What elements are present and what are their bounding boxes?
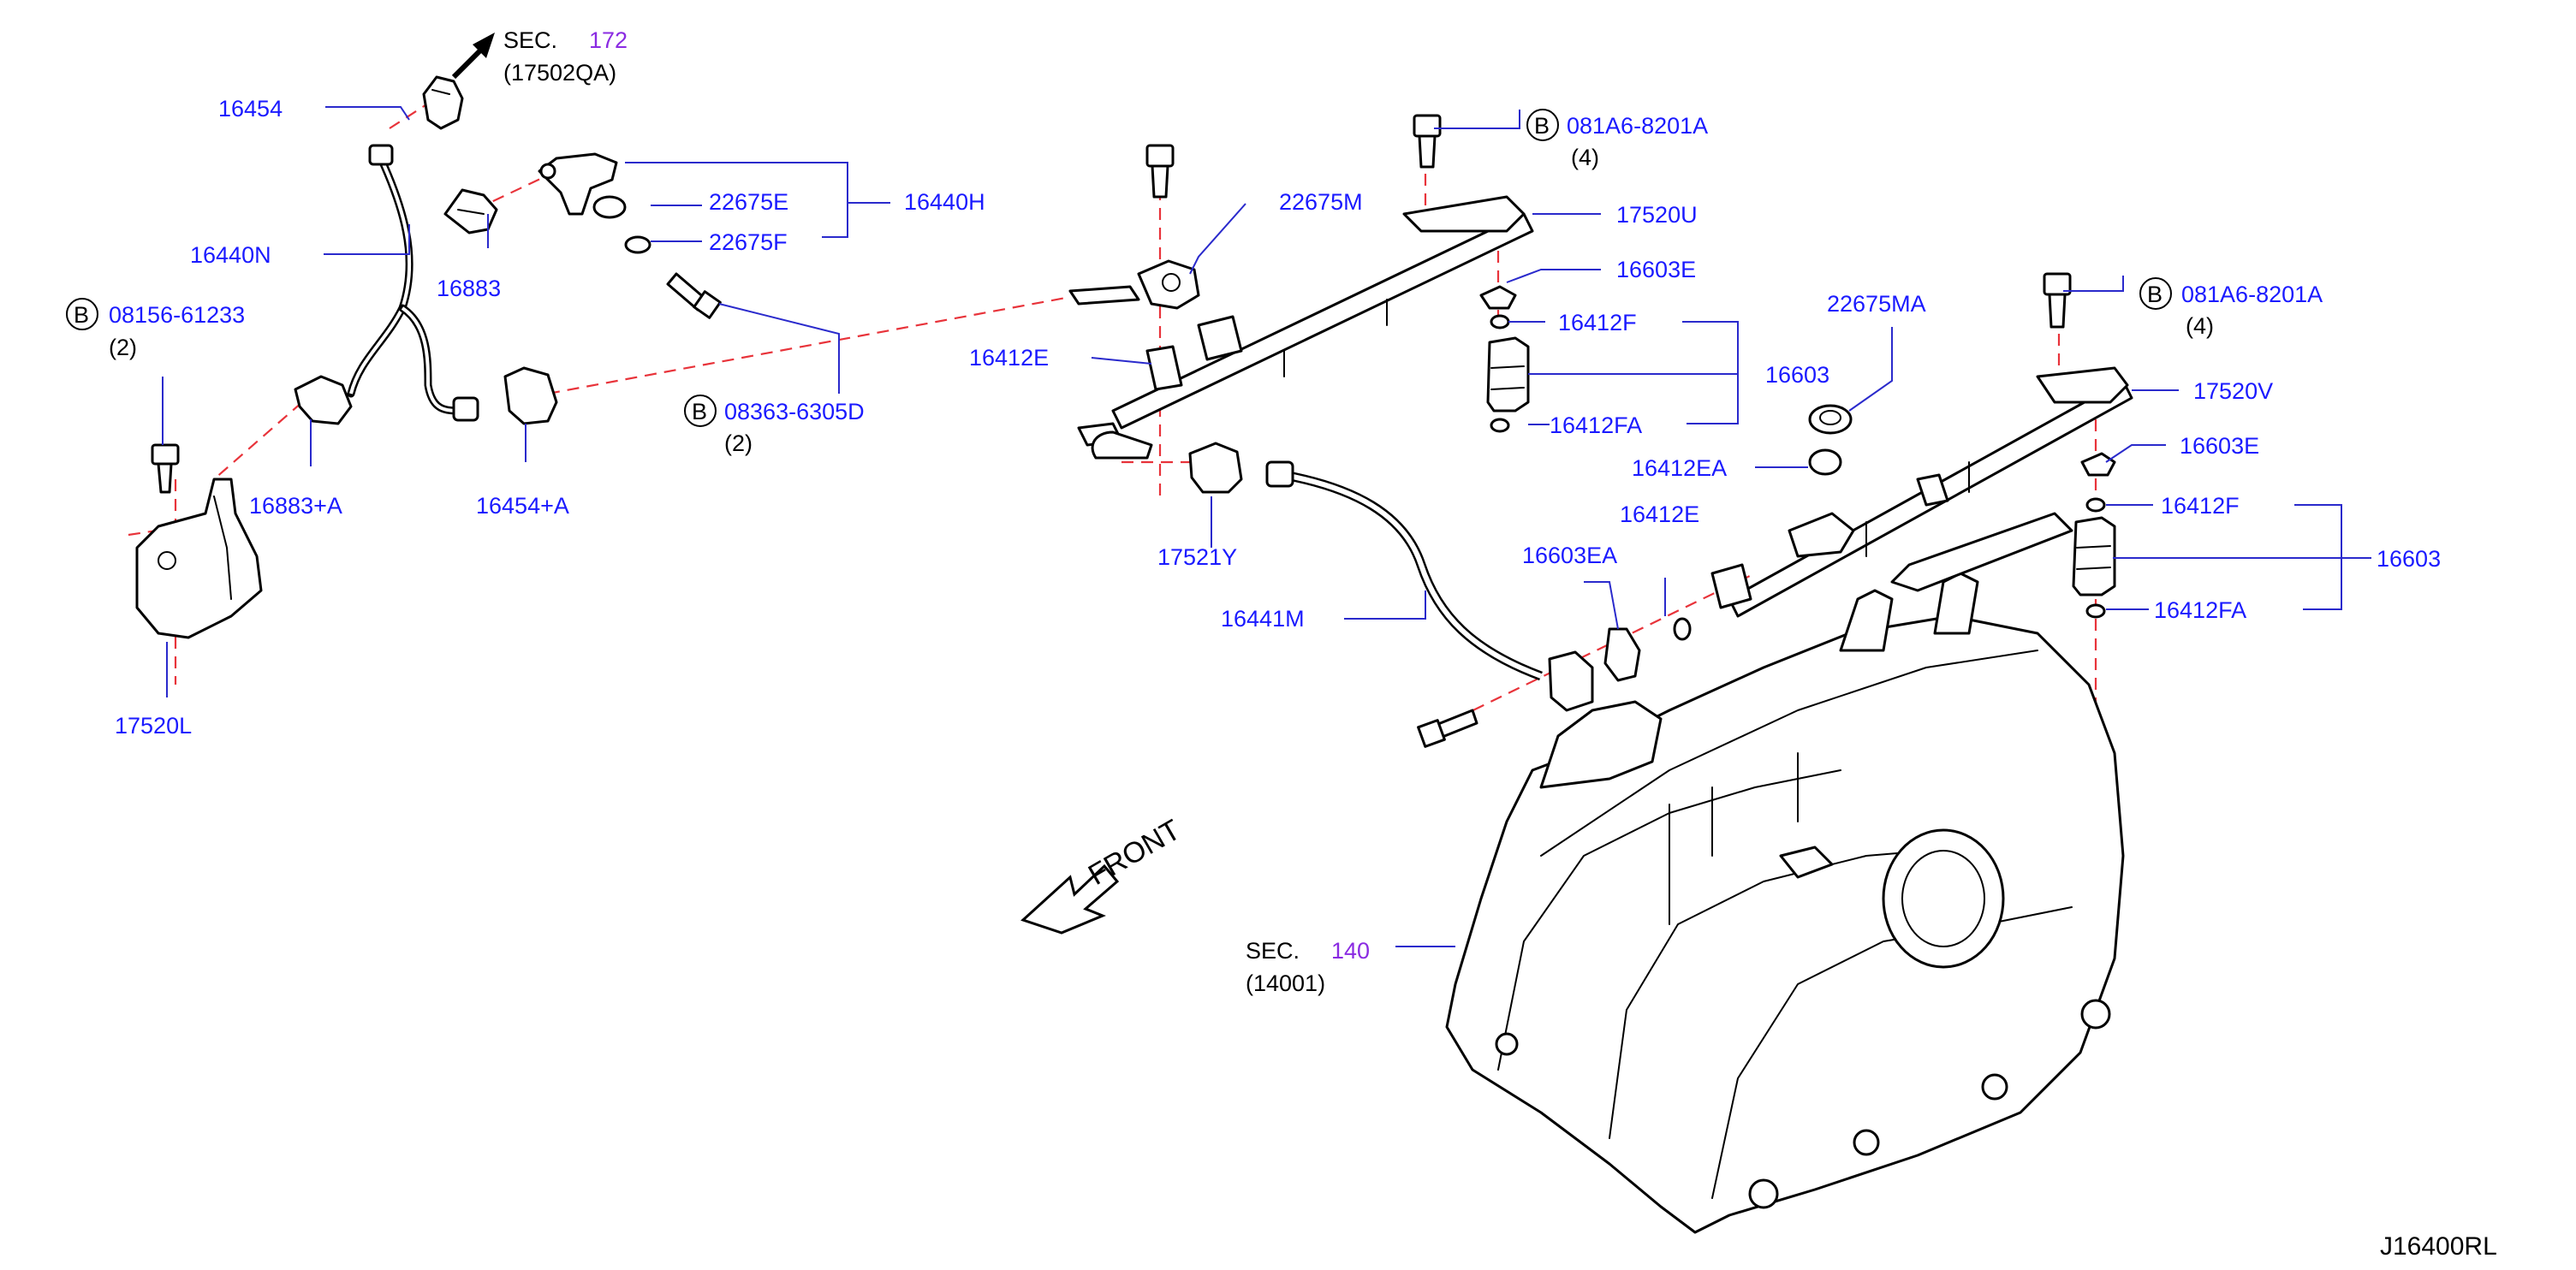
- gasket-16603EA: [1548, 617, 1692, 712]
- bracket-17520L: [135, 478, 263, 639]
- bolt-badge: B: [74, 302, 89, 328]
- bolt-top-center: [1145, 144, 1175, 199]
- hose-clamp-16454: [422, 75, 464, 130]
- sec-172-number: 172: [589, 27, 628, 53]
- fuel-hose-16441M: [1265, 460, 1543, 681]
- bolt-badge: B: [692, 399, 707, 424]
- bolt-callout-08363-6305D[interactable]: B 08363-6305D (2): [684, 395, 865, 456]
- front-label: FRONT: [1083, 813, 1186, 891]
- part-label-16441M[interactable]: 16441M: [1221, 606, 1305, 632]
- part-label-17520V[interactable]: 17520V: [2193, 378, 2273, 404]
- part-labels: 16454 16440N 16883 22675E 22675F 16440H …: [115, 96, 2441, 739]
- fuel-hose-16440N: [347, 144, 479, 422]
- clip-16603E-upper: [1479, 285, 1517, 310]
- injector-16603-left: [1486, 336, 1530, 412]
- seal-16412EA: [1808, 448, 1842, 476]
- sec-172-prefix: SEC.: [503, 27, 557, 53]
- part-label-16412E-left[interactable]: 16412E: [969, 345, 1049, 371]
- part-label-17520L[interactable]: 17520L: [115, 713, 192, 739]
- bolt-code: 081A6-8201A: [1567, 113, 1708, 139]
- bolt-badge: B: [1534, 113, 1550, 139]
- part-label-16454A[interactable]: 16454+A: [476, 493, 569, 519]
- part-label-16603E-lower[interactable]: 16603E: [2180, 433, 2259, 459]
- part-label-17521Y[interactable]: 17521Y: [1157, 544, 1237, 570]
- leader-lines: [162, 106, 2371, 947]
- bolt-callout-081A6-8201A-upper[interactable]: B 081A6-8201A (4): [1526, 109, 1708, 170]
- bolt-081A6-right: [2043, 272, 2072, 329]
- hose-clip-16883: [443, 188, 498, 234]
- front-direction-indicator: FRONT: [1020, 813, 1186, 935]
- part-label-16412FA-lower[interactable]: 16412FA: [2154, 597, 2246, 623]
- part-label-16440N[interactable]: 16440N: [190, 242, 271, 268]
- hose-clamp-16454A: [503, 366, 558, 425]
- bolt-qty: (4): [1571, 145, 1599, 170]
- bolt-08156-61233: [151, 443, 180, 494]
- bolt-code: 081A6-8201A: [2181, 282, 2323, 307]
- part-label-16412EA[interactable]: 16412EA: [1632, 455, 1727, 481]
- fuel-rail-left: [1077, 195, 1534, 460]
- diagram-id: J16400RL: [2380, 1232, 2497, 1261]
- part-label-22675MA[interactable]: 22675MA: [1827, 291, 1926, 317]
- sec-172-arrow: [451, 33, 495, 80]
- part-label-16883[interactable]: 16883: [437, 276, 501, 301]
- bolt-badge: B: [2147, 282, 2163, 307]
- part-label-16412E-right[interactable]: 16412E: [1620, 501, 1699, 527]
- section-ref-172[interactable]: SEC. 172 (17502QA): [503, 27, 628, 86]
- part-label-16603-upper[interactable]: 16603: [1765, 362, 1829, 388]
- part-label-16440H[interactable]: 16440H: [904, 189, 985, 215]
- bolt-qty: (2): [109, 335, 137, 360]
- bolt-callout-081A6-8201A-right[interactable]: B 081A6-8201A (4): [2139, 277, 2323, 339]
- bolt-code: 08156-61233: [109, 302, 245, 328]
- part-label-22675M[interactable]: 22675M: [1279, 189, 1363, 215]
- part-label-17520U[interactable]: 17520U: [1616, 202, 1698, 228]
- clamp-17521Y: [1188, 442, 1243, 494]
- sec-140-sub: (14001): [1246, 970, 1325, 996]
- damper-22675M: [1068, 259, 1200, 310]
- sec-172-sub: (17502QA): [503, 60, 616, 86]
- damper-22675MA: [1808, 404, 1853, 435]
- part-label-16412F-lower[interactable]: 16412F: [2161, 493, 2240, 519]
- bolt-qty: (2): [724, 430, 753, 456]
- bolt-08363-6305D: [666, 272, 722, 319]
- part-label-16454[interactable]: 16454: [218, 96, 283, 122]
- part-label-16883A[interactable]: 16883+A: [249, 493, 342, 519]
- part-label-22675E[interactable]: 22675E: [709, 189, 788, 215]
- pressure-damper-16440H: [538, 152, 618, 216]
- part-label-16603-lower[interactable]: 16603: [2377, 546, 2441, 572]
- damper-seals: [592, 195, 651, 254]
- intake-manifold: [1445, 512, 2125, 1234]
- hose-clip-16883A: [294, 375, 353, 425]
- injector-right-set: [2072, 452, 2116, 619]
- part-label-16603E-upper[interactable]: 16603E: [1616, 257, 1696, 282]
- fuel-rail-right: [1710, 366, 2133, 618]
- part-label-16412FA-upper[interactable]: 16412FA: [1550, 412, 1642, 438]
- bolt-qty: (4): [2186, 313, 2214, 339]
- bolt-081A6-upper: [1413, 114, 1442, 169]
- sec-140-prefix: SEC.: [1246, 938, 1300, 964]
- bolt-code: 08363-6305D: [724, 399, 865, 424]
- part-label-16412F-upper[interactable]: 16412F: [1558, 310, 1637, 335]
- section-ref-140[interactable]: SEC. 140 (14001): [1246, 938, 1370, 996]
- bolt-callout-08156-61233[interactable]: B 08156-61233 (2): [66, 298, 245, 360]
- part-label-22675F[interactable]: 22675F: [709, 229, 788, 255]
- sec-140-number: 140: [1331, 938, 1370, 964]
- bolt-flange: [1417, 709, 1478, 748]
- part-label-16603EA[interactable]: 16603EA: [1522, 543, 1617, 568]
